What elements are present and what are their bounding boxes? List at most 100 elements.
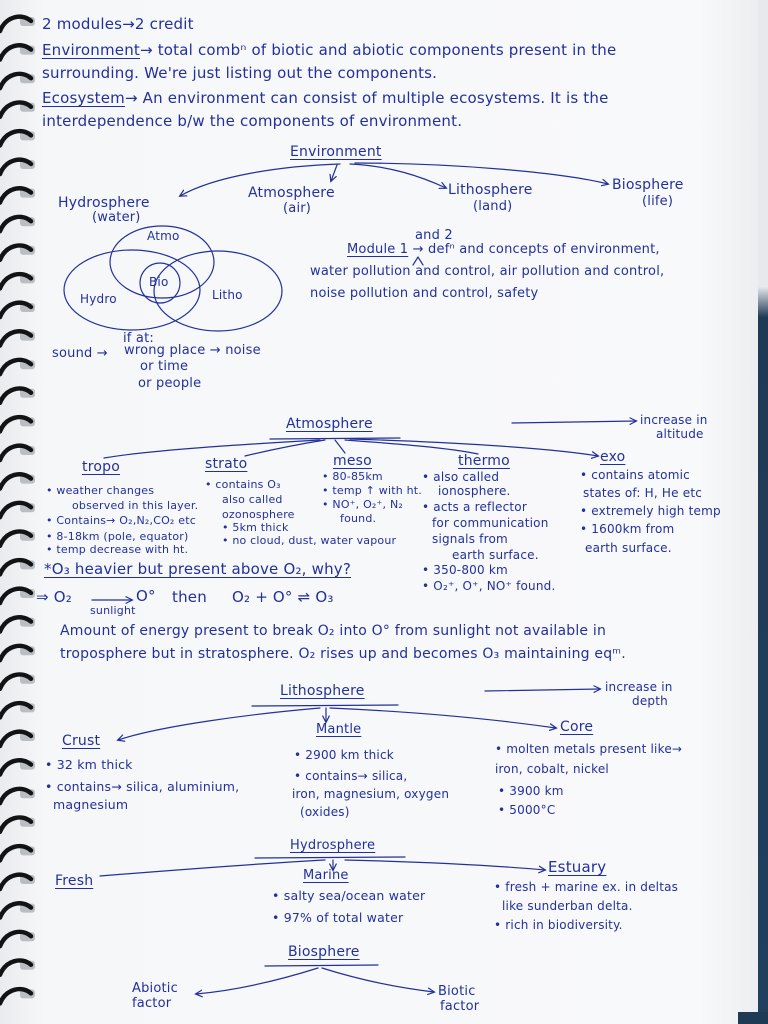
binding-ring xyxy=(0,186,34,205)
binding-ring xyxy=(0,901,34,920)
water-type-fresh: Fresh xyxy=(55,873,94,889)
water-type-estuary: Estuary xyxy=(548,858,607,876)
arrow-to-crust xyxy=(118,707,321,740)
binding-ring xyxy=(0,14,34,34)
core-line: iron, cobalt, nickel xyxy=(495,762,609,776)
hydrosphere-note: (water) xyxy=(92,210,141,225)
binding-hole xyxy=(20,331,35,341)
layer-crust: Crust xyxy=(62,733,101,749)
binding-hole xyxy=(20,703,35,713)
biosphere-rule xyxy=(264,964,379,967)
binding-hole xyxy=(20,160,35,169)
mantle-line: • 2900 km thick xyxy=(294,748,394,762)
binding-ring xyxy=(0,214,34,234)
module-label: Module 1 xyxy=(347,242,409,257)
binding-hole xyxy=(20,846,35,856)
ozone-explanation-line: Amount of energy present to break O₂ int… xyxy=(60,623,607,639)
binding-ring xyxy=(0,414,34,434)
lithosphere-label: Lithosphere xyxy=(448,182,533,198)
atmosphere-rule xyxy=(269,437,401,440)
binding-hole xyxy=(20,531,35,541)
thermo-line: for communication xyxy=(432,516,549,530)
estuary-line: like sunderban delta. xyxy=(502,899,633,913)
biosphere-title: Biosphere xyxy=(288,944,360,960)
header-note: 2 modules→2 credit xyxy=(42,15,194,33)
binding-hole xyxy=(20,131,35,141)
binding-ring xyxy=(0,329,34,348)
thermo-line: • also called xyxy=(422,470,500,484)
depth-note: depth xyxy=(632,694,668,708)
module-line-1-text: → defⁿ and concepts of environment, xyxy=(412,242,660,257)
crust-line: • 32 km thick xyxy=(45,757,133,772)
strato-line: ozonosphere xyxy=(222,508,295,521)
binding-hole xyxy=(20,903,35,913)
abiotic-factor-label: Abiotic xyxy=(132,981,178,996)
crust-line: • contains→ silica, aluminium, xyxy=(45,779,240,794)
meso-line: • NO⁺, O₂⁺, N₂ xyxy=(322,498,403,511)
noise-line: wrong place → noise xyxy=(124,343,261,358)
module-line-3: noise pollution and control, safety xyxy=(310,286,539,301)
binding-ring xyxy=(0,386,34,406)
exo-line: • 1600km from xyxy=(580,522,675,536)
environment-term: Environment xyxy=(42,41,140,59)
arrow-to-abiotic xyxy=(196,967,319,994)
crust-line: magnesium xyxy=(53,797,129,812)
reaction-product: O° xyxy=(136,587,156,605)
core-line: • 3900 km xyxy=(498,784,564,798)
venn-litho-label: Litho xyxy=(212,288,243,302)
binding-hole xyxy=(20,217,35,227)
background-corner xyxy=(738,1012,768,1024)
binding-hole xyxy=(20,245,35,255)
altitude-note: increase in xyxy=(640,413,708,427)
lithosphere-rule xyxy=(251,704,399,707)
noise-line: or people xyxy=(138,376,202,391)
binding-ring xyxy=(0,443,34,463)
depth-arrow xyxy=(484,689,600,691)
binding-ring xyxy=(0,815,34,835)
noise-subject: sound → xyxy=(52,346,108,361)
biosphere-label: Biosphere xyxy=(612,177,684,193)
background-edge xyxy=(758,0,768,1024)
binding-hole xyxy=(20,503,35,513)
meso-line: • 80-85km xyxy=(322,470,383,483)
abiotic-factor-label: factor xyxy=(132,996,172,1011)
mantle-line: • contains→ silica, xyxy=(294,769,408,783)
binding-ring xyxy=(0,700,34,720)
layer-exo: exo xyxy=(600,449,626,465)
binding-hole xyxy=(20,932,35,942)
binding-hole xyxy=(20,960,35,970)
hydrosphere-label: Hydrosphere xyxy=(58,195,150,211)
altitude-note: altitude xyxy=(656,427,704,441)
binding-ring xyxy=(0,71,34,91)
exo-line: • extremely high temp xyxy=(580,504,721,518)
environment-definition-text: → total combⁿ of biotic and abiotic comp… xyxy=(139,41,617,59)
module-line-2: water pollution and control, air polluti… xyxy=(310,264,665,279)
sunlight-label: sunlight xyxy=(90,604,136,617)
layer-strato: strato xyxy=(205,456,248,472)
binding-hole xyxy=(20,274,35,284)
binding-ring xyxy=(0,929,34,949)
altitude-arrow xyxy=(511,421,636,423)
meso-line: found. xyxy=(340,512,377,525)
venn-bio-label: Bio xyxy=(149,275,169,289)
exo-line: earth surface. xyxy=(585,541,672,555)
environment-definition-line: Environment→ total combⁿ of biotic and a… xyxy=(42,41,616,59)
tropo-line: • temp decrease with ht. xyxy=(46,543,189,556)
thermo-line: • O₂⁺, O⁺, NO⁺ found. xyxy=(422,579,556,593)
water-type-marine: Marine xyxy=(303,868,349,883)
binding-ring xyxy=(0,157,34,177)
hydrosphere-rule xyxy=(254,856,406,859)
ecosystem-definition-line-2: interdependence b/w the components of en… xyxy=(42,112,463,130)
ecosystem-definition-line: Ecosystem→ An environment can consist of… xyxy=(42,89,609,107)
noise-line: or time xyxy=(140,359,189,374)
arrow-to-core xyxy=(329,707,556,728)
binding-ring xyxy=(0,243,34,263)
binding-ring xyxy=(0,586,34,606)
ozone-explanation-line: troposphere but in stratosphere. O₂ rise… xyxy=(60,646,626,662)
module-and-note: and 2 xyxy=(415,228,453,243)
reaction-equilibrium: O₂ + O° ⇌ O₃ xyxy=(232,588,334,606)
biosphere-note: (life) xyxy=(642,194,674,209)
thermo-line: • acts a reflector xyxy=(422,500,527,514)
binding-hole xyxy=(20,789,35,799)
